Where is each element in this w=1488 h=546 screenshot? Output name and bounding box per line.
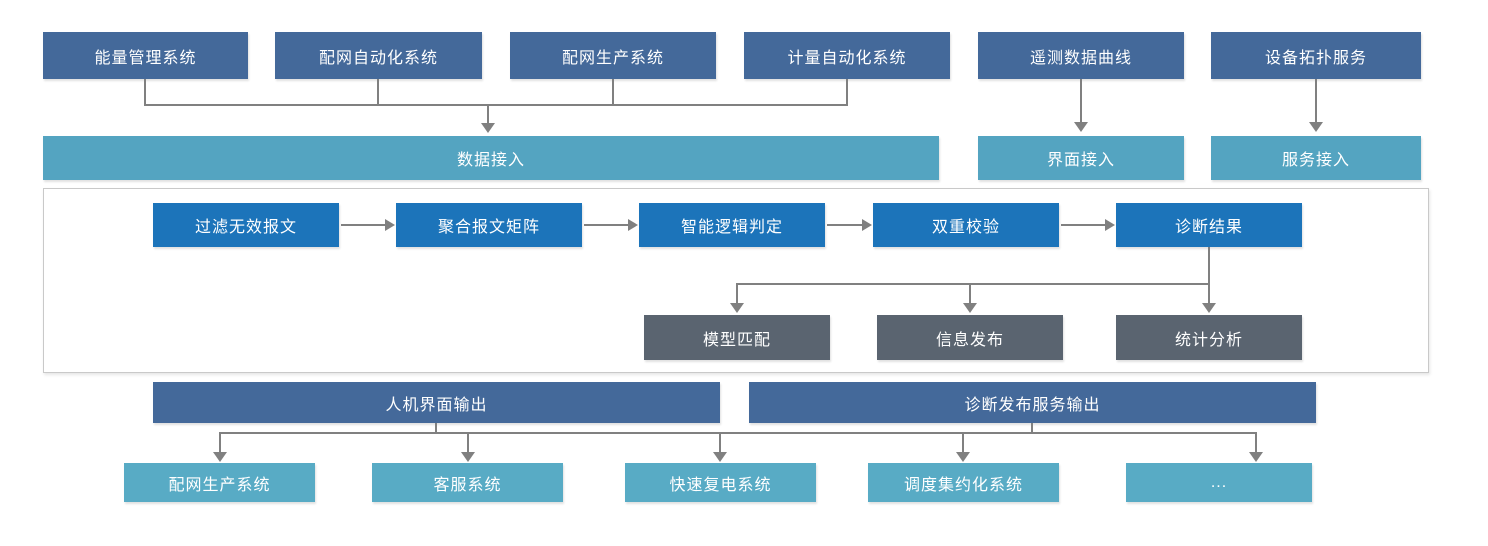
connector-line (341, 224, 386, 226)
connector-line (1208, 283, 1210, 304)
connector-line (612, 79, 614, 106)
connector-line (144, 79, 146, 106)
node-energy-management-system: 能量管理系统 (43, 32, 248, 79)
arrowhead-down-icon (1074, 122, 1088, 132)
connector-line (435, 423, 437, 433)
connector-line (1080, 79, 1082, 123)
connector-line (467, 432, 469, 453)
arrowhead-right-icon (1105, 219, 1115, 231)
bar-hmi-output: 人机界面输出 (153, 382, 720, 423)
connector-line (969, 283, 971, 304)
step-double-verification: 双重校验 (873, 203, 1059, 247)
arrowhead-right-icon (862, 219, 872, 231)
node-telemetry-data-curve: 遥测数据曲线 (978, 32, 1184, 79)
node-distribution-automation-system: 配网自动化系统 (275, 32, 482, 79)
connector-line (584, 224, 629, 226)
connector-line (719, 432, 721, 453)
node-rapid-power-restoration-system: 快速复电系统 (625, 463, 816, 502)
connector-line (962, 432, 964, 453)
arrowhead-down-icon (730, 303, 744, 313)
bar-data-access: 数据接入 (43, 136, 939, 180)
connector-line (377, 79, 379, 106)
arrowhead-down-icon (1202, 303, 1216, 313)
arrowhead-down-icon (481, 123, 495, 133)
step-diagnosis-result: 诊断结果 (1116, 203, 1302, 247)
node-statistical-analysis: 统计分析 (1116, 315, 1302, 360)
connector-line (219, 432, 1257, 434)
connector-line (846, 79, 848, 106)
connector-line (219, 432, 221, 453)
arrowhead-down-icon (956, 452, 970, 462)
arrowhead-right-icon (628, 219, 638, 231)
bar-diagnosis-publish-service-output: 诊断发布服务输出 (749, 382, 1316, 423)
connector-line (736, 283, 1210, 285)
connector-line (736, 283, 738, 304)
node-model-matching: 模型匹配 (644, 315, 830, 360)
connector-line (827, 224, 863, 226)
node-distribution-production-system: 配网生产系统 (510, 32, 716, 79)
node-metering-automation-system: 计量自动化系统 (744, 32, 950, 79)
connector-line (1315, 79, 1317, 123)
step-intelligent-logic-judgment: 智能逻辑判定 (639, 203, 825, 247)
arrowhead-down-icon (963, 303, 977, 313)
connector-line (1061, 224, 1106, 226)
step-filter-invalid-messages: 过滤无效报文 (153, 203, 339, 247)
arrowhead-right-icon (385, 219, 395, 231)
connector-line (144, 104, 848, 106)
bar-ui-access: 界面接入 (978, 136, 1184, 180)
node-more-systems-ellipsis: ... (1126, 463, 1312, 502)
node-distribution-production-system-consumer: 配网生产系统 (124, 463, 315, 502)
arrowhead-down-icon (713, 452, 727, 462)
connector-line (487, 104, 489, 124)
connector-line (1208, 247, 1210, 285)
node-customer-service-system: 客服系统 (372, 463, 563, 502)
arrowhead-down-icon (1249, 452, 1263, 462)
arrowhead-down-icon (1309, 122, 1323, 132)
bar-service-access: 服务接入 (1211, 136, 1421, 180)
arrowhead-down-icon (213, 452, 227, 462)
connector-line (1031, 423, 1033, 433)
step-aggregate-message-matrix: 聚合报文矩阵 (396, 203, 582, 247)
arrowhead-down-icon (461, 452, 475, 462)
node-dispatch-intensive-system: 调度集约化系统 (868, 463, 1059, 502)
connector-line (1255, 432, 1257, 453)
node-device-topology-service: 设备拓扑服务 (1211, 32, 1421, 79)
node-information-publishing: 信息发布 (877, 315, 1063, 360)
